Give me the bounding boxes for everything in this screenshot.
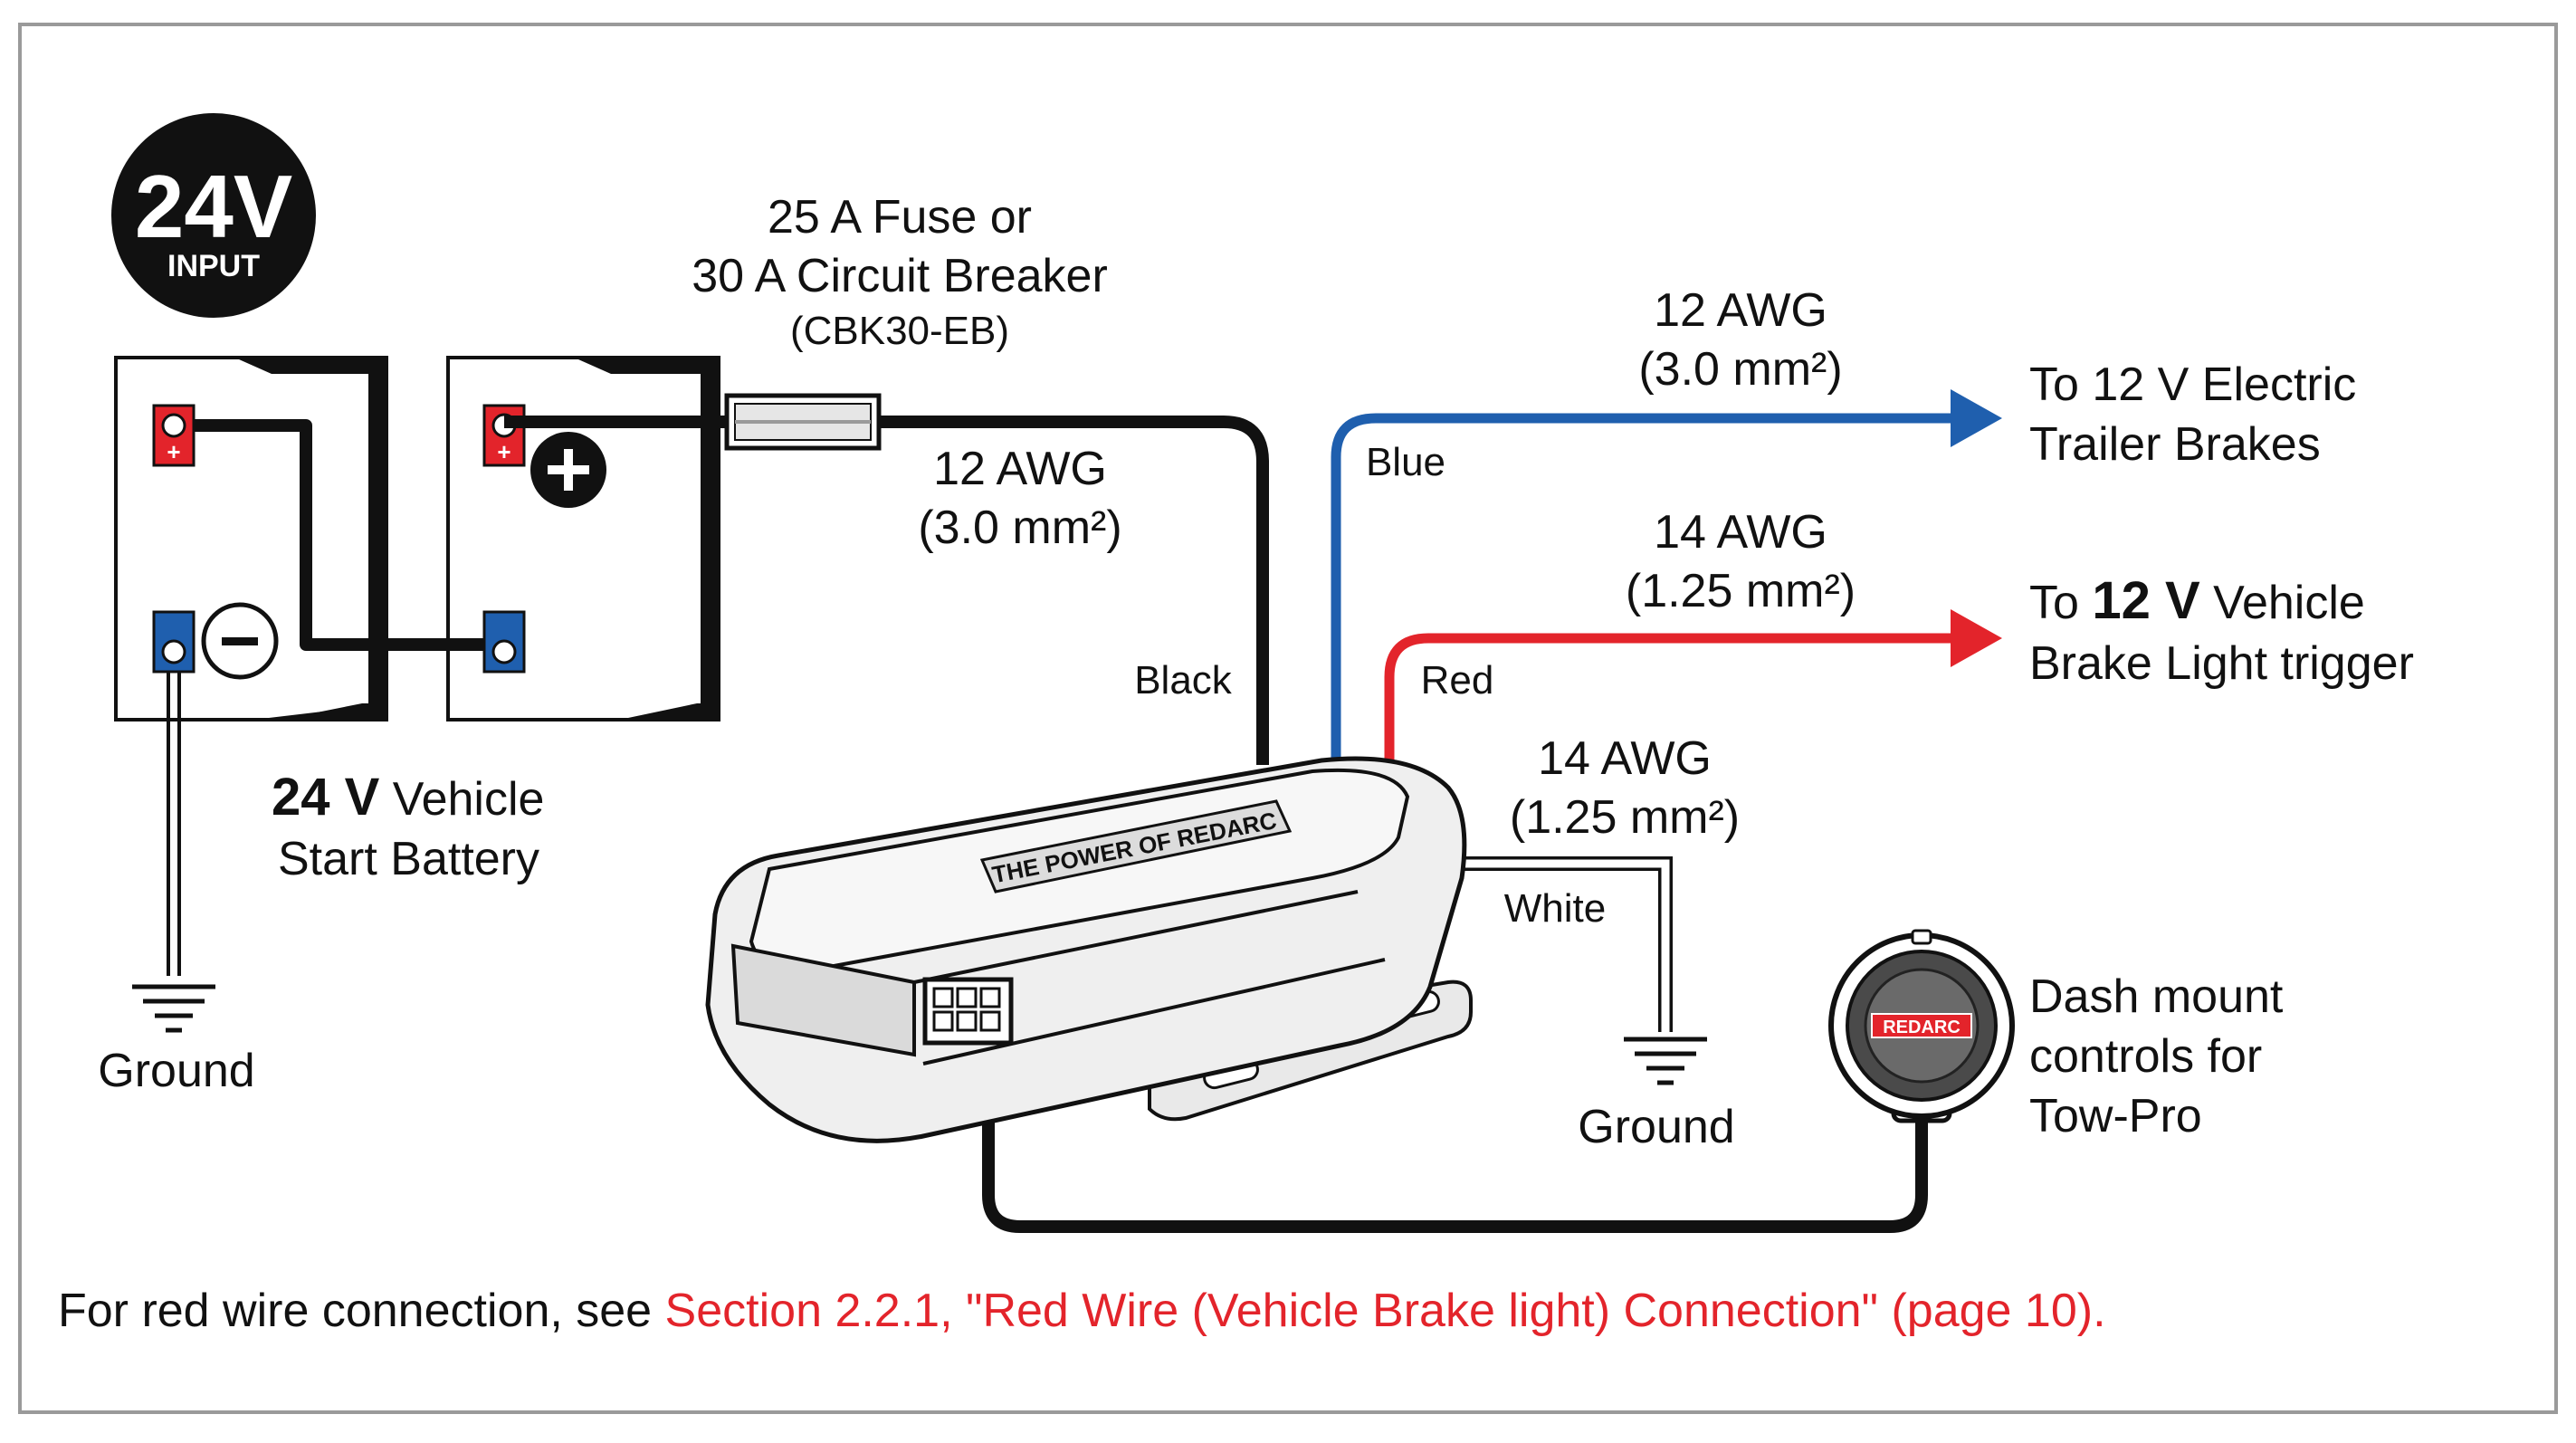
- terminal-b2-positive: +: [482, 404, 526, 467]
- red-wire-awg: 14 AWG: [1654, 506, 1827, 559]
- battery-label-line1: 24 V Vehicle: [272, 768, 544, 827]
- blue-wire: [1331, 413, 1969, 769]
- footer-note: For red wire connection, see Section 2.2…: [58, 1285, 2106, 1337]
- badge-voltage: 24V: [135, 157, 292, 256]
- dash-brand: REDARC: [1883, 1018, 1961, 1037]
- footer-link[interactable]: Section 2.2.1, "Red Wire (Vehicle Brake …: [665, 1285, 2106, 1337]
- red-destination-line1: To 12 V Vehicle: [2029, 571, 2365, 630]
- blue-wire-mm: (3.0 mm²): [1638, 343, 1842, 396]
- fuse-label-line2: 30 A Circuit Breaker: [692, 250, 1108, 302]
- black-wire-color-label: Black: [1134, 658, 1233, 702]
- fuse-label-line3: (CBK30-EB): [790, 309, 1009, 353]
- black-wire-mm: (3.0 mm²): [918, 502, 1121, 554]
- battery-label-line2: Start Battery: [278, 833, 539, 885]
- white-ground-label: Ground: [1578, 1101, 1734, 1153]
- battery-label-rest: Vehicle: [379, 773, 544, 826]
- red-destination-voltage: 12 V: [2092, 571, 2200, 630]
- ground-icon-right: [1624, 1037, 1707, 1085]
- blue-destination-line1: To 12 V Electric: [2029, 358, 2356, 411]
- diagram-frame: [18, 23, 2558, 1414]
- dash-label-line1: Dash mount: [2029, 970, 2284, 1023]
- positive-symbol-icon: [530, 432, 606, 508]
- svg-text:+: +: [497, 438, 510, 465]
- battery-voltage: 24 V: [272, 768, 380, 827]
- blue-wire-color-label: Blue: [1366, 440, 1445, 484]
- fuse-label-line1: 25 A Fuse or: [768, 191, 1032, 244]
- dash-cable: [982, 1032, 1928, 1233]
- red-arrow-icon: [1951, 609, 2002, 667]
- ground-icon-left: [132, 984, 215, 1033]
- badge-caption: INPUT: [167, 249, 260, 283]
- white-wire-color-label: White: [1504, 886, 1606, 931]
- tow-pro-controller-icon: THE POWER OF REDARC: [705, 756, 1473, 1143]
- black-wire-awg: 12 AWG: [933, 443, 1107, 495]
- negative-symbol-icon: [201, 602, 279, 680]
- red-destination-line2: Brake Light trigger: [2029, 637, 2414, 690]
- white-wire: [1430, 856, 1673, 1032]
- red-wire: [1384, 633, 1969, 779]
- series-link-wire: [174, 419, 505, 651]
- white-wire-mm: (1.25 mm²): [1510, 791, 1740, 844]
- dash-label-line3: Tow-Pro: [2029, 1090, 2202, 1142]
- terminal-b1-negative: [152, 610, 196, 674]
- footer-prefix: For red wire connection, see: [58, 1285, 665, 1337]
- svg-text:+: +: [167, 438, 180, 465]
- battery-ground-label: Ground: [98, 1045, 254, 1097]
- voltage-badge: 24V INPUT: [111, 113, 316, 318]
- terminal-b1-positive: +: [152, 404, 196, 467]
- blue-destination-line2: Trailer Brakes: [2029, 418, 2321, 471]
- terminal-b2-negative: [482, 610, 526, 674]
- dash-control-icon: REDARC: [1828, 929, 2015, 1123]
- black-wire: [504, 416, 1269, 765]
- blue-wire-awg: 12 AWG: [1654, 284, 1827, 337]
- fuse-icon: [724, 393, 882, 451]
- blue-arrow-icon: [1951, 389, 2002, 447]
- red-wire-color-label: Red: [1421, 658, 1494, 702]
- dash-label-line2: controls for: [2029, 1030, 2262, 1083]
- red-wire-mm: (1.25 mm²): [1626, 565, 1856, 617]
- white-wire-awg: 14 AWG: [1538, 732, 1712, 785]
- battery-ground-wire: [167, 672, 181, 976]
